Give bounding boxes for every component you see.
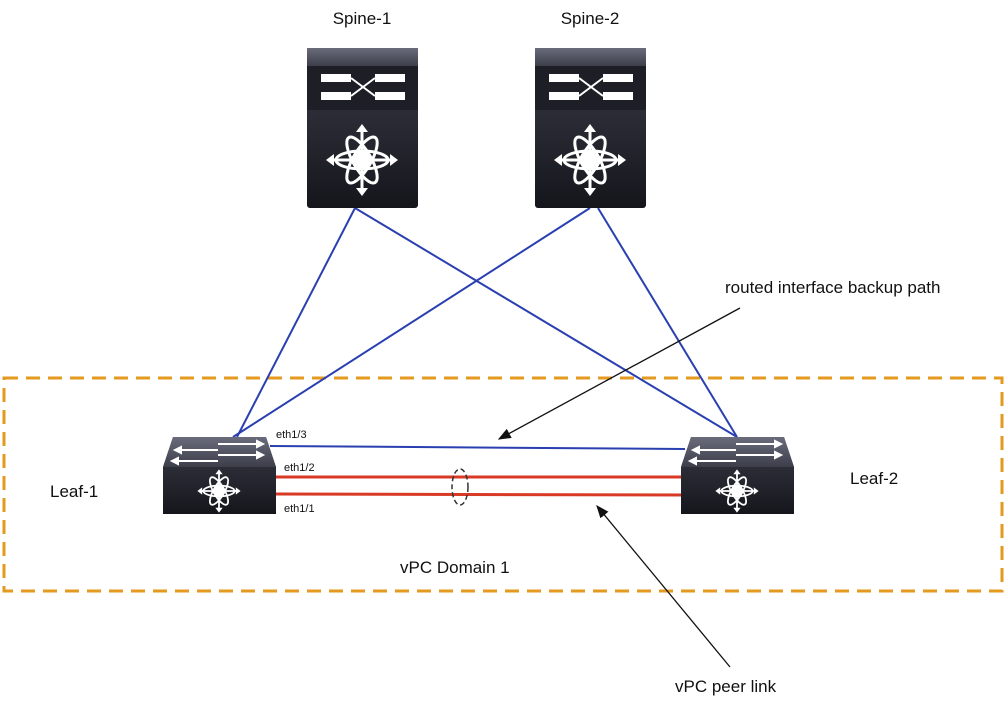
- uplinks: [232, 207, 738, 450]
- uplink-spine1-leaf1: [236, 207, 356, 438]
- peer-link-arrow: [596, 504, 731, 668]
- peer-links: [275, 475, 689, 497]
- vpc-domain-boundary: [2, 376, 1004, 593]
- peer-link-eth1-1: [275, 492, 689, 497]
- spine-1-switch-icon[interactable]: [307, 48, 418, 208]
- backup-path-link: [269, 445, 686, 450]
- eth1-1-label: eth1/1: [284, 503, 315, 515]
- eth1-3-label: eth1/3: [276, 429, 307, 441]
- backup-path-annotation: routed interface backup path: [725, 278, 940, 297]
- eth1-2-label: eth1/2: [284, 462, 315, 474]
- uplink-spine1-leaf2: [354, 207, 738, 438]
- spine-2-switch-icon[interactable]: [535, 48, 646, 208]
- leaf-1-switch-icon[interactable]: [163, 437, 276, 514]
- uplink-spine2-leaf1: [232, 207, 591, 438]
- spine-2-label: Spine-2: [561, 9, 620, 28]
- backup-path-arrow: [497, 307, 741, 440]
- leaf-2-label: Leaf-2: [850, 469, 898, 488]
- uplink-spine2-leaf2: [597, 207, 738, 438]
- vpc-domain-label: vPC Domain 1: [400, 558, 510, 577]
- port-channel-marker: [451, 468, 469, 506]
- leaf-2-switch-icon[interactable]: [681, 437, 794, 514]
- spine-1-label: Spine-1: [333, 9, 392, 28]
- leaf-1-label: Leaf-1: [50, 482, 98, 501]
- peer-link-annotation: vPC peer link: [675, 677, 777, 696]
